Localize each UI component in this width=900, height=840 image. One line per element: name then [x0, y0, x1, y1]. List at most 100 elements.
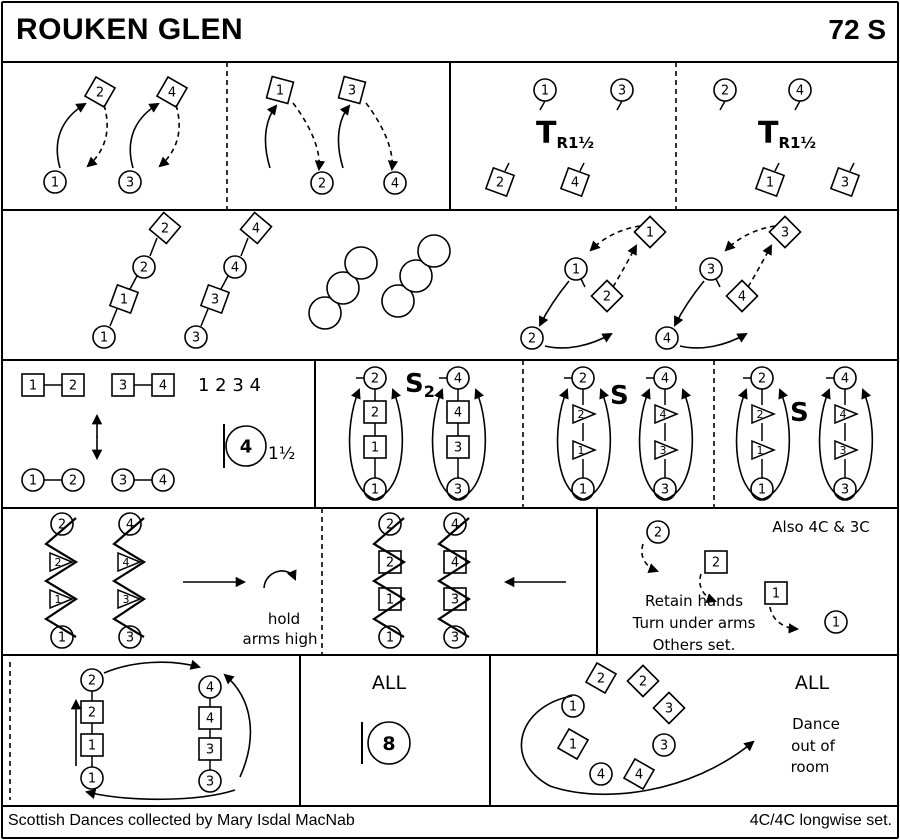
dancer-circle: [589, 762, 613, 786]
dancer-square: [622, 757, 656, 791]
dancer-triangle: [572, 439, 597, 461]
arrow: [539, 280, 570, 327]
dancer-number: 3: [661, 483, 669, 498]
arrow: [103, 659, 202, 674]
dancer-number: 2: [371, 406, 379, 421]
dancer-number: 3: [454, 483, 462, 498]
dancer-number: 3: [126, 176, 134, 191]
dancer-square: [764, 581, 788, 605]
dancer-number: 1: [646, 226, 654, 241]
dancer-number: 2: [69, 379, 77, 394]
dancer-number: 3: [707, 263, 715, 278]
dancer-circle: [383, 171, 407, 195]
dancer-number: 4: [738, 290, 746, 305]
dancer-number: 1: [386, 593, 394, 608]
position-circle: [381, 284, 415, 318]
dancer-square: [768, 215, 802, 249]
dancer-number: 4: [597, 768, 605, 783]
dancer-number: 2: [712, 556, 720, 571]
set-twice-symbol: S2: [405, 369, 435, 401]
dancer-triangle: [49, 551, 74, 573]
dancer-square: [652, 691, 686, 725]
dancer-number: 1: [757, 444, 764, 457]
arrow: [84, 788, 236, 801]
dashed-arrow: [724, 225, 776, 252]
dancer-number: 3: [192, 331, 200, 346]
dancer-number: 3: [841, 176, 849, 191]
dancer-circle: [824, 610, 848, 634]
arrow: [735, 388, 766, 501]
dancer-number: 1: [569, 738, 577, 753]
dancer-number: 3: [665, 702, 673, 717]
position-circle: [417, 234, 451, 268]
dashed-arrow: [612, 244, 637, 288]
dancer-circle: [564, 257, 588, 281]
note-hold: hold: [268, 610, 300, 628]
dancer-number: 4: [454, 372, 462, 387]
dancer-number: 2: [496, 176, 504, 191]
dancer-number: 2: [579, 372, 587, 387]
dancer-number: 3: [206, 775, 214, 790]
dancer-number: 1: [88, 772, 96, 787]
dancer-number: 2: [371, 372, 379, 387]
dancer-square: [151, 373, 175, 397]
dancer-number: 1: [766, 176, 774, 191]
dancer-number: 1: [541, 84, 549, 99]
dancer-number: 1: [100, 331, 108, 346]
arrow: [520, 695, 755, 796]
zigzag-line: [43, 517, 79, 638]
dancer-circle: [118, 170, 142, 194]
dancer-number: 4: [252, 222, 260, 237]
dancer-number: 2: [96, 86, 104, 101]
dancer-number: 4: [159, 379, 167, 394]
arrow: [818, 388, 849, 501]
dancer-number: 2: [597, 672, 605, 687]
dancer-number: 4: [451, 556, 459, 571]
arrow: [129, 102, 160, 169]
dancer-number: 4: [796, 84, 804, 99]
dancer-circle: [132, 255, 156, 279]
dancer-number: 1: [88, 739, 96, 754]
dancer-number: 4: [159, 474, 167, 489]
dancer-number: 1: [120, 293, 128, 308]
arrow: [674, 280, 705, 327]
dancer-square: [199, 283, 231, 315]
dancer-number: 4: [660, 408, 667, 421]
zigzag-line: [371, 517, 407, 638]
dancer-number: 1: [832, 616, 840, 631]
dancer-square: [108, 283, 140, 315]
dancer-square: [337, 75, 367, 105]
dancer-number: 2: [69, 474, 77, 489]
dancer-circle: [378, 512, 402, 536]
connector-line: [616, 100, 623, 111]
couples-label: 1 2 3 4: [198, 375, 261, 396]
dancer-square: [584, 661, 618, 695]
dashed-arrow: [86, 104, 108, 168]
dancer-number: 4: [231, 261, 239, 276]
dancer-square: [633, 215, 667, 249]
dancer-triangle: [572, 403, 597, 425]
dancer-number: 1: [29, 474, 37, 489]
dancer-number: 1: [572, 263, 580, 278]
set-type: 4C/4C longwise set.: [749, 812, 892, 829]
arrow: [544, 332, 613, 349]
bars-fraction: 1½: [268, 444, 295, 464]
note-retain-hands: Retain hands: [645, 592, 743, 610]
note-out-of: out of: [791, 737, 836, 755]
dancer-square: [559, 166, 591, 198]
dancer-circle: [151, 468, 175, 492]
dancer-circle: [561, 694, 585, 718]
dancer-square: [61, 373, 85, 397]
dancer-square: [239, 211, 273, 245]
note-arms-high: arms high: [243, 630, 318, 648]
